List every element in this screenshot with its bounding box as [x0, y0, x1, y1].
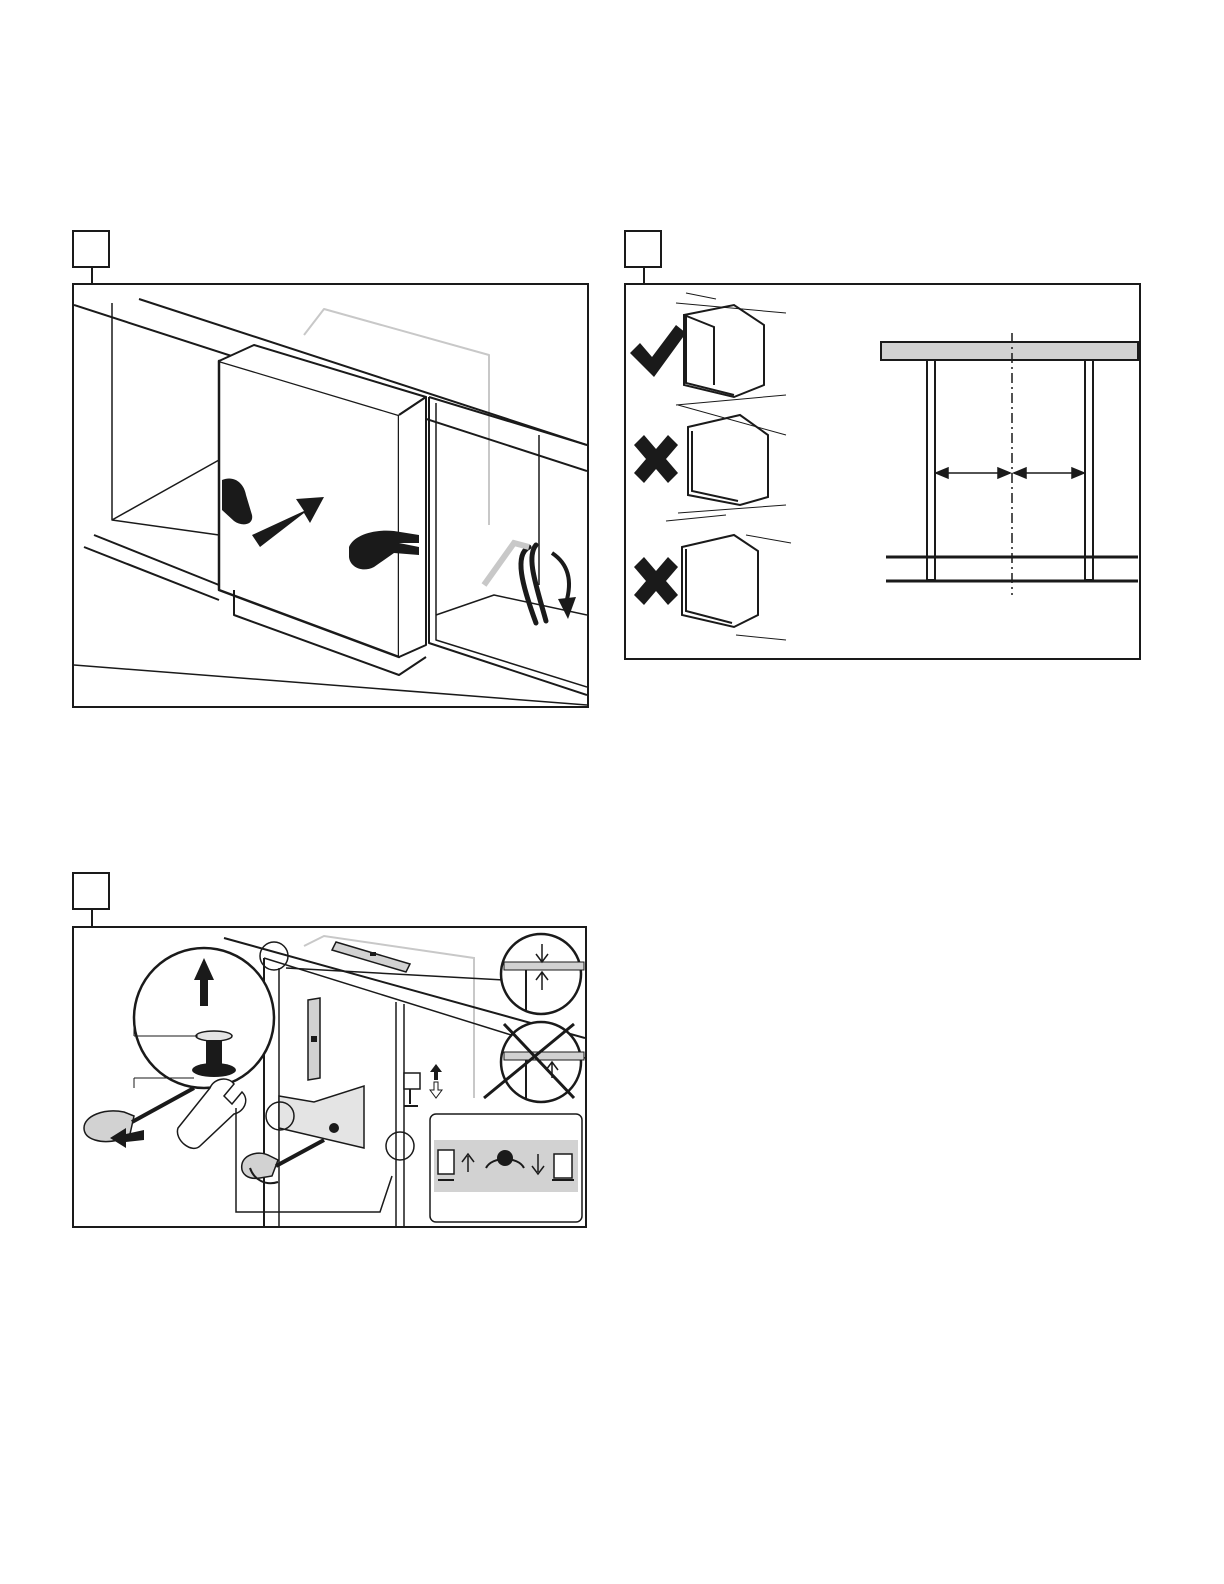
left-cabinet — [112, 303, 219, 535]
height-adjustment-legend — [430, 1114, 582, 1222]
control-plate — [279, 1086, 364, 1148]
adjust-knob-icon — [497, 1150, 513, 1166]
cross-icon-1 — [634, 435, 678, 483]
up-down-arrow-icon — [430, 1064, 442, 1080]
magnifier-circle-icon-corner — [260, 942, 288, 970]
curved-arrow-icon — [552, 553, 569, 603]
check-icon — [630, 325, 686, 377]
step-number-box-3 — [72, 872, 110, 910]
step-connector-1 — [91, 268, 93, 284]
magnifier-circle-icon-foot — [134, 948, 274, 1088]
figure-2-drawing — [626, 285, 1139, 658]
figure-1-drawing — [74, 285, 587, 706]
figure-2-panel — [624, 283, 1141, 660]
step-connector-2 — [643, 268, 645, 284]
appliance-low-icon — [438, 1150, 454, 1174]
cross-icon-2 — [634, 557, 678, 605]
appliance-foot-icon — [404, 1073, 420, 1089]
appliance-wrong-1 — [688, 415, 768, 505]
step-number-box-2 — [624, 230, 662, 268]
figure-1-panel — [72, 283, 589, 708]
right-cabinet — [429, 397, 587, 695]
step-number-box-1 — [72, 230, 110, 268]
magnifier-circle-icon-gap-correct — [501, 934, 584, 1014]
niche-countertop — [881, 342, 1138, 360]
niche-left-wall — [927, 360, 935, 580]
figure-3-drawing — [74, 928, 585, 1226]
spirit-level-icon-vertical — [308, 998, 320, 1080]
niche-right-wall — [1085, 360, 1093, 580]
step-connector-3 — [91, 910, 93, 927]
screwdriver-icon-bottom — [242, 1140, 324, 1178]
magnifier-circle-icon-gap-wrong — [484, 1022, 584, 1102]
appliance-high-icon — [554, 1154, 572, 1178]
figure-3-panel — [72, 926, 587, 1228]
